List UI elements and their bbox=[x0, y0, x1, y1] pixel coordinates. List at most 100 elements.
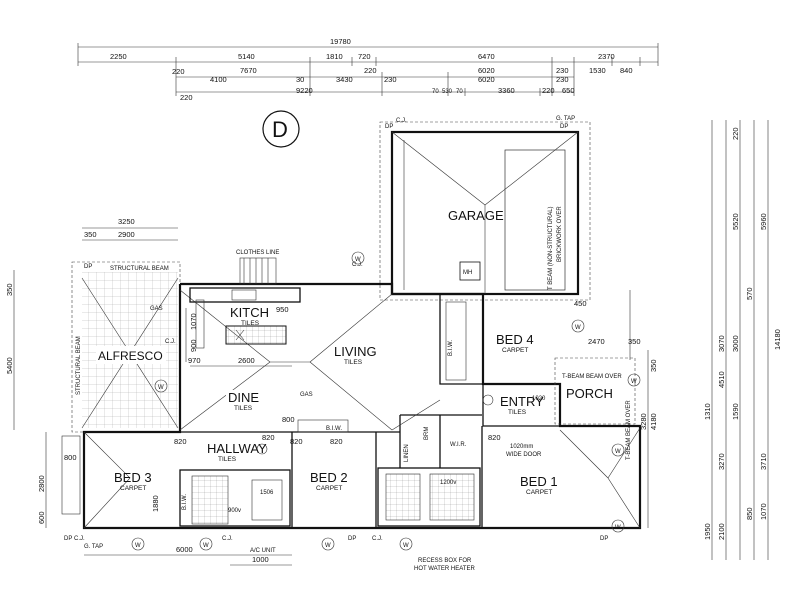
dim-h-c: 820 bbox=[262, 433, 275, 442]
dim-top-r3-1: 4100 bbox=[210, 75, 227, 84]
gas-alf: GAS bbox=[150, 306, 163, 312]
window-10: W bbox=[403, 543, 409, 549]
structural-beam: STRUCTURAL BEAM bbox=[110, 266, 169, 272]
window-9: W bbox=[325, 543, 331, 549]
dim-r-14: 850 bbox=[745, 507, 754, 520]
structural-beam-v: STRUCTURAL BEAM bbox=[76, 336, 82, 395]
dim-top-r3-4: 230 bbox=[384, 75, 397, 84]
alfresco-dims: 3250 350 2900 bbox=[82, 217, 178, 241]
dim-r-5: 3000 bbox=[731, 335, 740, 352]
dim-top-r3-0: 220 bbox=[172, 67, 185, 76]
biw-bed4: B.I.W. bbox=[448, 340, 454, 356]
dim-top-r2-4: 1530 bbox=[589, 66, 606, 75]
dim-left-f: 1880 bbox=[151, 495, 160, 512]
window-6: W bbox=[615, 525, 621, 531]
dim-r-0: 220 bbox=[731, 127, 740, 140]
dp-bottom-m: DP bbox=[348, 536, 356, 542]
recess-a: RECESS BOX FOR bbox=[418, 558, 472, 564]
dim-r-11: 14180 bbox=[773, 329, 782, 350]
biw-hall: B.I.W. bbox=[326, 426, 342, 432]
kitch-floor: TILES bbox=[241, 320, 260, 327]
dp-alf: DP bbox=[84, 264, 92, 270]
dim-top-r4-6: 220 bbox=[542, 86, 555, 95]
dim-top-r1-1: 5140 bbox=[238, 52, 255, 61]
dim-top-r3-3: 3430 bbox=[336, 75, 353, 84]
bed1: BED 1 CARPET bbox=[520, 474, 558, 496]
hallway: HALLWAY TILES B.I.W. 800 820 820 820 820… bbox=[174, 415, 501, 463]
dp-bottom-l: DP bbox=[64, 536, 72, 542]
linen-label: LINEN bbox=[404, 444, 410, 462]
clothes-line: CLOTHES LINE bbox=[236, 250, 279, 256]
dp-garage-l: DP bbox=[385, 124, 393, 130]
bed4-floor: CARPET bbox=[502, 347, 528, 354]
dim-r-2: 5960 bbox=[759, 213, 768, 230]
cj-alf: C.J. bbox=[165, 339, 176, 345]
dine-label: DINE bbox=[228, 390, 259, 405]
dim-r-10: 3710 bbox=[759, 453, 768, 470]
entry: ENTRY TILES 1020 PORCH T-BEAM BEAM OVER … bbox=[482, 374, 632, 460]
wir-label: W.I.R. bbox=[450, 442, 467, 448]
recess-b: HOT WATER HEATER bbox=[414, 566, 475, 572]
bed2-label: BED 2 bbox=[310, 470, 348, 485]
living-floor: TILES bbox=[344, 359, 363, 366]
dim-top-r1-0: 2250 bbox=[110, 52, 127, 61]
dim-h-a: 800 bbox=[282, 415, 295, 424]
dim-alf-a: 3250 bbox=[118, 217, 135, 226]
dim-r-9: 3270 bbox=[717, 453, 726, 470]
dim-left-a: 350 bbox=[5, 283, 14, 296]
dim-top-r2-5: 840 bbox=[620, 66, 633, 75]
dim-top-r4-0: 220 bbox=[180, 93, 193, 102]
entry-door: 1020 bbox=[532, 396, 546, 402]
dp-garage-r: DP bbox=[560, 124, 568, 130]
dim-kit-c: 900 bbox=[189, 339, 198, 352]
dim-top-r1-4: 6470 bbox=[478, 52, 495, 61]
dim-top-r4-2: 70 bbox=[432, 89, 439, 95]
bed4: BED 4 CARPET B.I.W. bbox=[448, 332, 534, 356]
dim-top-r4-4: 70 bbox=[456, 89, 463, 95]
window-8: W bbox=[203, 543, 209, 549]
window-5: W bbox=[615, 449, 621, 455]
dim-top-r1-2: 1810 bbox=[326, 52, 343, 61]
dim-top-r4-3: 530 bbox=[442, 89, 453, 95]
entry-label: ENTRY bbox=[500, 394, 544, 409]
dp-bottom-r: DP bbox=[600, 536, 608, 542]
hallway-floor: TILES bbox=[218, 456, 237, 463]
brm-label: BRM bbox=[424, 427, 430, 440]
dim-r-4: 3070 bbox=[717, 335, 726, 352]
dim-p-b: 2470 bbox=[588, 337, 605, 346]
wide-door-b: WIDE DOOR bbox=[506, 452, 542, 458]
garage-label: GARAGE bbox=[448, 208, 504, 223]
dim-r-13: 2100 bbox=[717, 523, 726, 540]
kitchen-dims: 950 1070 900 970 2600 bbox=[185, 305, 292, 367]
dim-left-e: 600 bbox=[37, 511, 46, 524]
t-beam-note: T BEAM (NON-STRUCTURAL) bbox=[548, 206, 554, 290]
dim-r-12: 1950 bbox=[703, 523, 712, 540]
dim-h-b: 820 bbox=[174, 437, 187, 446]
window-4: W bbox=[631, 379, 637, 385]
bed3-floor: CARPET bbox=[120, 485, 146, 492]
gtap-bottom: G. TAP bbox=[84, 544, 103, 550]
dim-p-a: 450 bbox=[574, 299, 587, 308]
dim-left-b: 5400 bbox=[5, 357, 14, 374]
top-dimensions: 19780 2250 5140 1810 720 6470 2370 7670 … bbox=[77, 37, 659, 102]
dim-b1-a: 3280 bbox=[639, 413, 648, 430]
window-1: W bbox=[355, 257, 361, 263]
dim-r-6: 4510 bbox=[717, 371, 726, 388]
cj-bottom-3: C.J. bbox=[372, 536, 383, 542]
dim-h-d: 820 bbox=[290, 437, 303, 446]
dim-p-c: 350 bbox=[628, 337, 641, 346]
marker-label: D bbox=[272, 117, 288, 142]
bottom-dims: 6000 1000 G. TAP A/C UNIT RECESS BOX FOR… bbox=[64, 262, 608, 572]
dim-kit-d: 970 bbox=[188, 356, 201, 365]
elevation-marker: D bbox=[262, 110, 300, 148]
living: LIVING TILES bbox=[334, 344, 378, 366]
brickwork-note: BRICKWORK OVER bbox=[557, 206, 563, 262]
left-dims: 350 5400 2800 600 800 1880 bbox=[5, 270, 160, 528]
window-3: W bbox=[575, 325, 581, 331]
dim-r-3: 570 bbox=[745, 287, 754, 300]
dim-bot-a: 6000 bbox=[176, 545, 193, 554]
dim-kit-e: 2600 bbox=[238, 356, 255, 365]
gtap-garage: G. TAP bbox=[556, 116, 575, 122]
dim-top-r2-0: 7670 bbox=[240, 66, 257, 75]
